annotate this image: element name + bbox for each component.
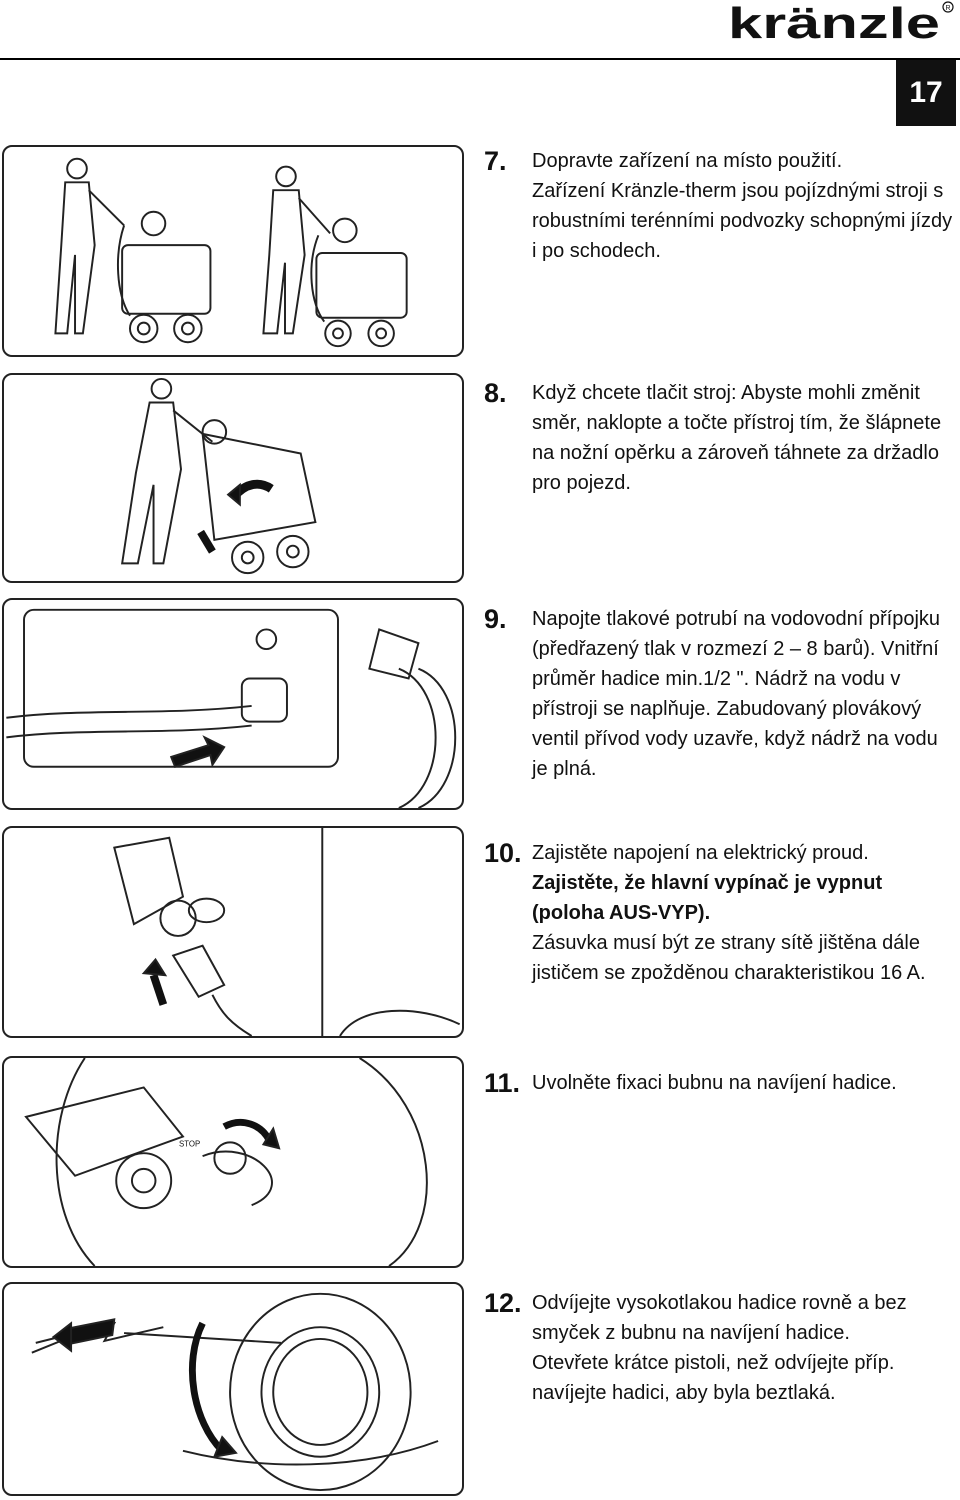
step-9: 9. Napojte tlakové potrubí na vodovodní … — [484, 604, 954, 784]
figure-drum-lock: STOP — [2, 1056, 464, 1268]
figure-transport — [2, 145, 464, 357]
step-7: 7. Dopravte zařízení na místo použití. Z… — [484, 146, 954, 266]
step-text: Odvíjejte vysokotlakou hadice rovně a be… — [532, 1292, 907, 1344]
step-11: 11. Uvolněte fixaci bubnu na navíjení ha… — [484, 1068, 954, 1098]
step-number: 9. — [484, 604, 507, 634]
step-text: Dopravte zařízení na místo použití. — [532, 150, 843, 172]
page-number: 17 — [896, 60, 956, 126]
step-text: Napojte tlakové potrubí na vodovodní pří… — [532, 608, 941, 780]
step-number: 10. — [484, 838, 522, 868]
figure-unwind-hose — [2, 1282, 464, 1496]
step-text: Uvolněte fixaci bubnu na navíjení hadice… — [532, 1072, 897, 1094]
step-text: Zajistěte napojení na elektrický proud. — [532, 842, 869, 864]
step-text: Když chcete tlačit stroj: Abyste mohli z… — [532, 382, 942, 494]
step-warning: Zajistěte, že hlavní vypínač je vypnut (… — [532, 872, 883, 924]
step-text: Zásuvka musí být ze strany sítě jištěna … — [532, 932, 926, 984]
step-number: 11. — [484, 1068, 521, 1098]
step-number: 12. — [484, 1288, 522, 1318]
svg-text:R: R — [946, 5, 951, 12]
brand-text: kränzle — [728, 0, 940, 46]
step-text: Otevřete krátce pistoli, než odvíjejte p… — [532, 1352, 895, 1404]
figure-tilting — [2, 373, 464, 583]
step-number: 7. — [484, 146, 507, 176]
step-number: 8. — [484, 378, 507, 408]
step-12: 12. Odvíjejte vysokotlakou hadice rovně … — [484, 1288, 954, 1408]
figure-power-plug — [2, 826, 464, 1038]
step-8: 8. Když chcete tlačit stroj: Abyste mohl… — [484, 378, 954, 498]
header-rule — [0, 58, 960, 60]
brand-logo: kränzle R — [726, 0, 954, 46]
figure-water-connection — [2, 598, 464, 810]
kranzle-logo-icon: kränzle R — [728, 0, 954, 46]
stop-label: STOP — [179, 1139, 200, 1148]
step-text: Zařízení Kränzle-therm jsou pojízdnými s… — [532, 180, 953, 262]
step-10: 10. Zajistěte napojení na elektrický pro… — [484, 838, 954, 988]
